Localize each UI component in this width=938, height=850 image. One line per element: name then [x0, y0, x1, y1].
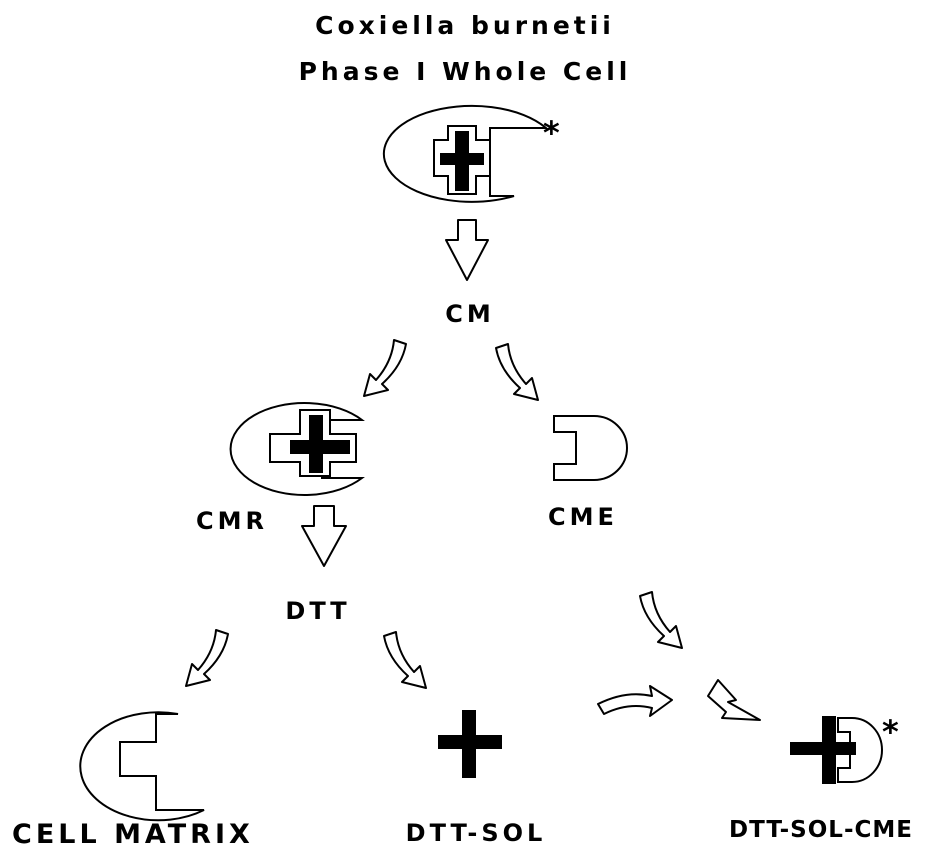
- dtt-sol-cme-icon: [790, 716, 883, 784]
- dtt-sol-cross-icon: [438, 710, 502, 778]
- arrow-wholecell-to-cm: [445, 219, 489, 281]
- node-dtt-label: DTT: [285, 597, 350, 625]
- arrow-cm-to-cme: [495, 343, 539, 401]
- arrowhead-into-dtt-sol-cme: [707, 679, 761, 721]
- whole-cell-star-marker: *: [543, 114, 560, 152]
- arrow-cm-to-cmr: [363, 339, 407, 397]
- arrow-dtt-to-cell-matrix: [185, 629, 229, 687]
- arrow-dtt-to-dtt-sol: [383, 631, 427, 689]
- node-cm-label: CM: [445, 300, 495, 328]
- arrow-dttsol-to-dttsolcme: [597, 685, 673, 717]
- cme-shape-icon: [553, 415, 628, 481]
- node-cmr-label: CMR: [196, 507, 268, 535]
- cell-matrix-icon: [79, 711, 205, 822]
- node-dtt-sol-label: DTT-SOL: [406, 819, 547, 847]
- dtt-sol-cme-star-marker: *: [882, 713, 899, 751]
- diagram-title-line1: Coxiella burnetii: [315, 11, 615, 40]
- diagram-title-line2: Phase I Whole Cell: [299, 57, 632, 86]
- node-cell-matrix-label: CELL MATRIX: [12, 819, 254, 850]
- whole-cell-icon: [382, 104, 549, 203]
- cmr-cell-icon: [229, 402, 365, 496]
- arrow-cme-to-dtt-sol-cme: [639, 591, 683, 649]
- arrow-cmr-to-dtt: [301, 505, 347, 567]
- node-cme-label: CME: [548, 503, 618, 531]
- node-dtt-sol-cme-label: DTT-SOL-CME: [729, 817, 913, 843]
